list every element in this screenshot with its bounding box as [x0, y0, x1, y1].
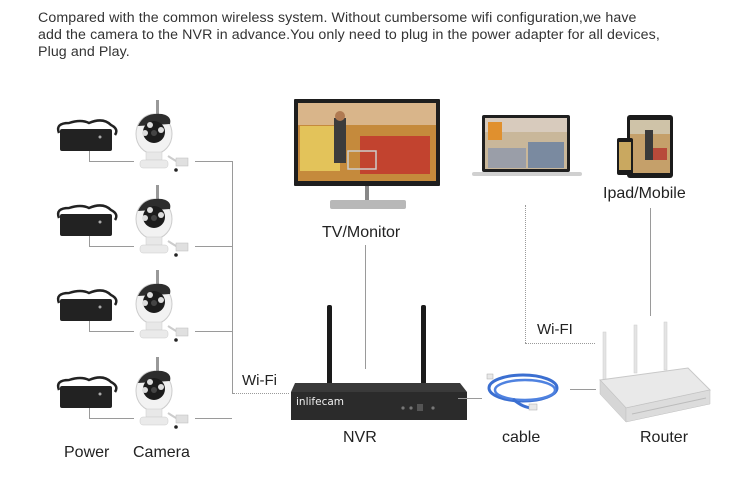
camera-icon — [135, 185, 189, 257]
intro-text: Compared with the common wireless system… — [38, 10, 728, 61]
power-cable-line — [89, 408, 90, 419]
camera-icon — [135, 357, 189, 429]
tv-monitor-icon — [294, 99, 440, 209]
wifi-label-right: Wi-FI — [537, 321, 573, 338]
camera-bus-connector — [195, 331, 232, 332]
power-cable-line — [89, 161, 134, 162]
camera-icon — [135, 100, 189, 172]
router-icon — [598, 321, 712, 423]
ipad-router-link — [650, 208, 651, 316]
power-label: Power — [64, 444, 110, 461]
power-cable-line — [89, 418, 134, 419]
nvr-brand-text: inlifecam — [296, 396, 344, 408]
camera-bus-connector — [195, 418, 232, 419]
power-adapter-icon — [56, 289, 118, 321]
camera-bus-connector — [195, 161, 232, 162]
power-adapter-icon — [56, 376, 118, 408]
power-cable-line — [89, 236, 90, 247]
ipad-mobile-label: Ipad/Mobile — [603, 185, 686, 202]
power-cable-line — [89, 331, 134, 332]
power-cable-line — [89, 151, 90, 162]
cable-router-link — [570, 389, 596, 390]
power-adapter-icon — [56, 204, 118, 236]
wifi-label-left: Wi-Fi — [242, 372, 277, 389]
tv-nvr-link — [365, 245, 366, 369]
power-cable-line — [89, 321, 90, 332]
ethernet-cable-icon — [486, 373, 559, 411]
wifi-dotted-link-right-horizontal — [525, 343, 595, 344]
router-label: Router — [640, 429, 689, 446]
camera-bus-line — [232, 161, 233, 394]
intro-line-1: Compared with the common wireless system… — [38, 10, 637, 26]
nvr-cable-link — [458, 398, 482, 399]
wifi-dotted-link-left — [233, 393, 289, 394]
camera-label: Camera — [133, 444, 190, 461]
wifi-dotted-link-right-vertical — [525, 205, 526, 343]
intro-line-2: add the camera to the NVR in advance.You… — [38, 27, 660, 43]
nvr-icon — [291, 305, 467, 420]
power-cable-line — [89, 246, 134, 247]
ipad-mobile-icon — [617, 115, 673, 178]
power-adapter-icon — [56, 119, 118, 151]
tv-monitor-label: TV/Monitor — [322, 224, 401, 241]
laptop-icon — [472, 115, 582, 176]
camera-icon — [135, 270, 189, 342]
cable-label: cable — [502, 429, 541, 446]
nvr-label: NVR — [343, 429, 377, 446]
intro-line-3: Plug and Play. — [38, 44, 130, 60]
camera-bus-connector — [195, 246, 232, 247]
